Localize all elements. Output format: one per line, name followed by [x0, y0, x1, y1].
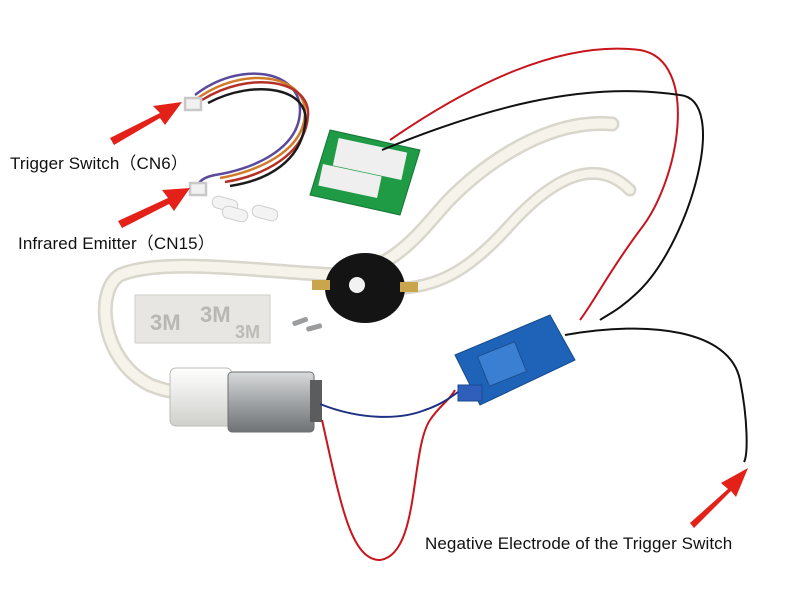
controller-board: [309, 129, 421, 216]
negative-electrode-label: Negative Electrode of the Trigger Switch: [425, 534, 733, 553]
relay-module: [454, 314, 576, 406]
silicone-tube: [97, 116, 637, 400]
svg-text:3M: 3M: [150, 310, 181, 335]
air-pump: [169, 367, 322, 433]
screws: [292, 316, 323, 332]
adhesive-pad: 3M 3M 3M: [134, 294, 271, 344]
wire-harness: [183, 72, 310, 197]
flow-sensor: [312, 253, 418, 323]
svg-text:3M: 3M: [235, 322, 260, 342]
arrow-icon: [110, 102, 748, 528]
infrared-emitter-parts: [211, 195, 279, 223]
svg-text:3M: 3M: [200, 302, 231, 327]
long-wires: [319, 47, 748, 562]
infrared-emitter-label: Infrared Emitter（CN15）: [18, 234, 215, 253]
trigger-switch-label: Trigger Switch（CN6）: [10, 154, 188, 173]
